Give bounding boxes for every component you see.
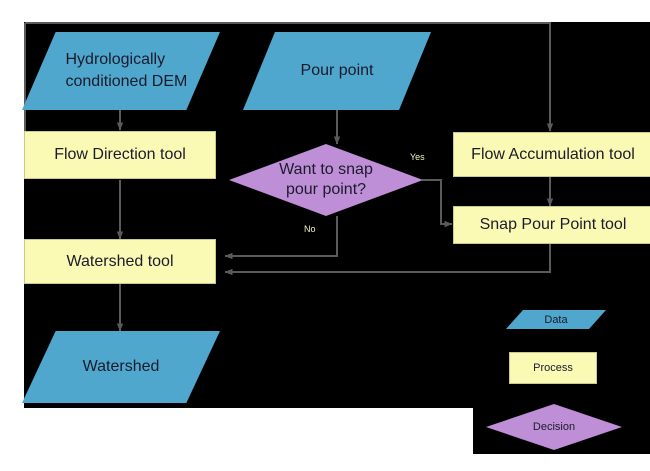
node-label: Watershed xyxy=(82,358,160,375)
node-label: Want to snap pour point? xyxy=(279,161,373,198)
legend-item-data: Data xyxy=(506,310,606,329)
node-pour-point[interactable]: Pour point xyxy=(243,32,431,110)
node-label: Pour point xyxy=(300,62,374,79)
node-snap-pour-point-tool[interactable]: Snap Pour Point tool xyxy=(453,206,650,244)
node-label: Watershed tool xyxy=(66,252,174,270)
legend-label: Data xyxy=(544,313,568,326)
node-watershed-tool[interactable]: Watershed tool xyxy=(24,239,216,284)
node-watershed[interactable]: Watershed xyxy=(22,331,220,403)
node-flow-accumulation-tool[interactable]: Flow Accumulation tool xyxy=(453,132,650,177)
edge-snap-to-watershedtool xyxy=(224,244,551,276)
edge-decision-yes-to-snap xyxy=(422,179,453,228)
edge-label-yes: Yes xyxy=(410,152,425,162)
legend-label: Process xyxy=(533,362,573,374)
legend-item-process: Process xyxy=(509,352,597,384)
node-hydrologically-conditioned-dem[interactable]: Hydrologically conditioned DEM xyxy=(22,32,220,110)
legend-label: Decision xyxy=(532,421,576,433)
edge-dem-to-flowaccumulation xyxy=(25,22,554,132)
node-flow-direction-tool[interactable]: Flow Direction tool xyxy=(24,131,216,179)
node-label: Snap Pour Point tool xyxy=(479,216,627,233)
edge-label-no: No xyxy=(304,224,316,234)
node-label: Hydrologically conditioned DEM xyxy=(65,51,188,90)
edge-decision-no-to-watershedtool xyxy=(224,216,338,260)
node-label: Flow Direction tool xyxy=(54,146,186,163)
node-label: Flow Accumulation tool xyxy=(471,145,635,163)
